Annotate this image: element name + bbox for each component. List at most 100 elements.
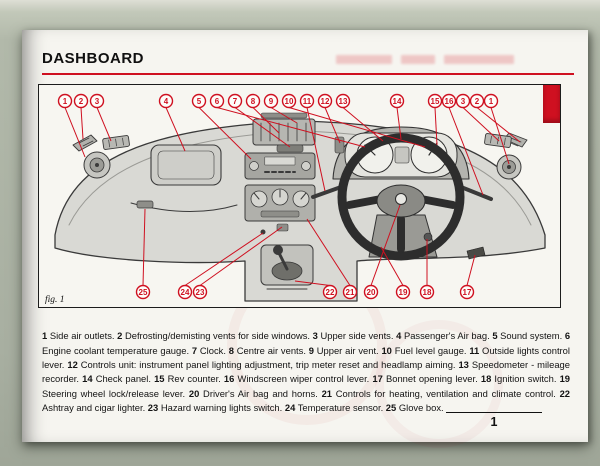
wiper-control-stalk: [459, 185, 493, 201]
leader-line-11: [306, 107, 326, 192]
legend-item-23: 23 Hazard warning lights switch.: [147, 401, 285, 413]
svg-text:21: 21: [346, 288, 355, 297]
leader-line-13: [342, 107, 384, 142]
manual-page: DASHBOARD: [22, 30, 588, 448]
page-number: 1: [490, 415, 498, 429]
callout-2: 2: [469, 93, 485, 109]
callout-20: 20: [363, 284, 379, 300]
legend-item-12: 12 Controls unit: instrument panel light…: [67, 358, 459, 370]
legend-item-25: 25 Glove box.: [385, 401, 444, 413]
svg-text:23: 23: [196, 288, 205, 297]
callout-9: 9: [263, 93, 279, 109]
legend-item-9: 9 Upper air vent.: [308, 344, 382, 356]
ghost-text-fragment: [444, 55, 514, 64]
centre-air-vents: [252, 112, 316, 146]
leader-line-22: [294, 280, 331, 286]
callout-14: 14: [389, 93, 405, 109]
legend-item-4: 4 Passenger's Air bag.: [396, 330, 493, 342]
callout-12: 12: [317, 93, 333, 109]
legend-item-22: 22 Ashtray and cigar lighter.: [42, 387, 570, 413]
callout-4: 4: [158, 93, 174, 109]
legend-item-15: 15 Rev counter.: [154, 373, 224, 385]
legend-item-20: 20 Driver's Air bag and horns.: [188, 387, 322, 399]
right-side-air-outlet: [496, 154, 522, 180]
left-defroster-vent: [72, 134, 98, 152]
legend-paragraph: 1 Side air outlets. 2 Defrosting/demisti…: [42, 329, 570, 415]
svg-text:18: 18: [423, 288, 432, 297]
leader-line-9: [270, 107, 298, 124]
svg-text:10: 10: [285, 97, 294, 106]
ghost-text-fragment: [401, 55, 435, 64]
legend-item-17: 17 Bonnet opening lever.: [372, 373, 481, 385]
svg-text:2: 2: [475, 97, 480, 106]
svg-text:19: 19: [399, 288, 408, 297]
svg-text:1: 1: [63, 97, 68, 106]
leader-line-3: [96, 107, 112, 142]
leader-line-3: [462, 107, 500, 142]
svg-text:14: 14: [393, 97, 402, 106]
leader-line-10: [288, 107, 426, 148]
legend-item-10: 10 Fuel level gauge.: [381, 344, 470, 356]
legend-item-5: 5 Sound system.: [492, 330, 565, 342]
clock-display: [276, 144, 304, 153]
svg-text:2: 2: [79, 97, 84, 106]
callout-18: 18: [419, 284, 435, 300]
legend-item-6: 6 Engine coolant temperature gauge.: [42, 330, 571, 356]
svg-text:3: 3: [461, 97, 466, 106]
glove-box: [130, 200, 238, 213]
left-upper-side-vent: [102, 135, 130, 150]
leader-line-12: [324, 107, 341, 144]
leader-line-7: [234, 107, 291, 148]
svg-text:17: 17: [463, 288, 472, 297]
title-rule: [42, 73, 574, 75]
svg-text:3: 3: [95, 97, 100, 106]
svg-text:1: 1: [489, 97, 494, 106]
callout-13: 13: [335, 93, 351, 109]
callout-11: 11: [299, 93, 315, 109]
legend-item-19: 19 Steering wheel lock/release lever.: [42, 373, 570, 399]
figure-caption: fig. 1: [45, 295, 65, 305]
callout-8: 8: [245, 93, 261, 109]
legend-item-8: 8 Centre air vents.: [228, 344, 309, 356]
leader-line-17: [466, 254, 476, 286]
dashboard-illustration: 1234567891011121314151632125242322212019…: [54, 93, 546, 302]
callout-7: 7: [227, 93, 243, 109]
leader-line-6: [216, 107, 366, 148]
callout-10: 10: [281, 93, 297, 109]
leader-line-23: [199, 226, 283, 286]
svg-text:5: 5: [197, 97, 202, 106]
leader-line-4: [165, 107, 186, 152]
callout-22: 22: [322, 284, 338, 300]
leader-line-2: [476, 107, 521, 143]
svg-text:6: 6: [215, 97, 220, 106]
callout-15: 15: [427, 93, 443, 109]
left-side-air-outlet: [83, 151, 111, 179]
legend-item-13: 13 Speedometer - mileage recorder.: [42, 358, 570, 385]
svg-text:7: 7: [233, 97, 238, 106]
svg-text:12: 12: [321, 97, 330, 106]
hazard-switch: [276, 223, 289, 232]
section-tab: [543, 85, 560, 123]
gear-lever: [260, 244, 314, 290]
callout-17: 17: [459, 284, 475, 300]
legend-item-16: 16 Windscreen wiper control lever.: [223, 373, 373, 385]
leader-line-16: [448, 107, 484, 196]
callout-6: 6: [209, 93, 225, 109]
callout-23: 23: [192, 284, 208, 300]
sound-system: [244, 152, 316, 180]
page-title: DASHBOARD: [42, 50, 144, 67]
callout-16: 16: [441, 93, 457, 109]
climate-controls: [244, 184, 316, 222]
callout-1: 1: [483, 93, 499, 109]
svg-text:4: 4: [164, 97, 169, 106]
svg-text:8: 8: [251, 97, 256, 106]
callout-24: 24: [177, 284, 193, 300]
legend-item-21: 21 Controls for heating, ventilation and…: [321, 387, 560, 399]
leader-line-5: [198, 107, 252, 160]
legend-item-3: 3 Upper side vents.: [312, 330, 397, 342]
legend-item-18: 18 Ignition switch.: [480, 373, 560, 385]
callout-5: 5: [191, 93, 207, 109]
